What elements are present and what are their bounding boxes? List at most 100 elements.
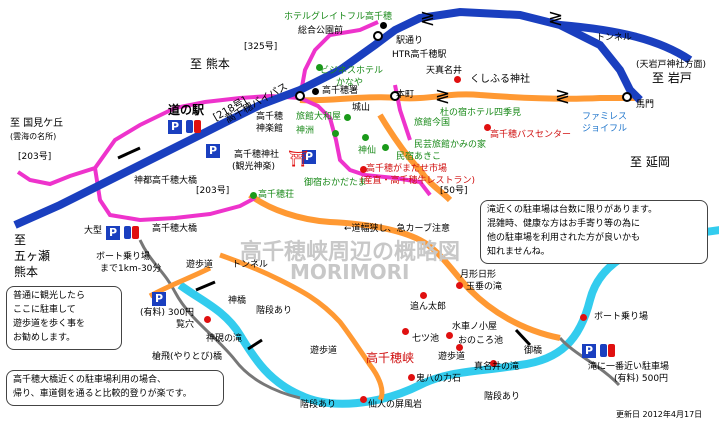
toilet-icon <box>132 226 139 239</box>
point-marker <box>490 360 497 367</box>
pink-road <box>16 93 301 187</box>
orange-road <box>377 113 453 203</box>
bridge <box>247 338 263 351</box>
parking-icon: P <box>302 150 316 164</box>
parking-icon: P <box>152 292 166 306</box>
orange-road <box>299 91 640 104</box>
minshuku-akoko: 民宿あきこ <box>396 152 442 162</box>
point-marker <box>408 374 415 381</box>
large-park-label: 大型 <box>84 226 103 236</box>
point-marker <box>382 144 389 151</box>
direction-gokase-3: 熊本 <box>14 265 39 279</box>
route-50: [50号] <box>440 186 468 196</box>
kanaya: かなや <box>336 78 364 88</box>
ryokan-yamatoya: 旅館大和屋 <box>296 112 342 122</box>
point-marker <box>380 22 387 29</box>
point-marker <box>454 76 461 83</box>
yuhodo-3: 遊歩道 <box>438 352 466 362</box>
parking-icon: P <box>168 120 182 134</box>
gray-road <box>558 336 621 387</box>
taki-park: 滝に一番近い駐車場 <box>588 362 670 372</box>
title-watermark: 高千穂峡周辺の概略図 <box>240 240 461 265</box>
htr-station: HTR高千穂駅 <box>392 50 447 60</box>
mihashi: 御橋 <box>524 346 543 356</box>
hitotsu: 七ツ池 <box>412 334 440 344</box>
ekimae: 駅通り <box>396 36 424 46</box>
point-marker <box>360 396 367 403</box>
gray-road <box>138 239 301 400</box>
intersection <box>622 92 632 102</box>
minshuku-kamino: 民芸旅館かみの家 <box>414 140 487 150</box>
toilet-icon <box>186 120 193 133</box>
iwato-note: (天岩戸神社方面) <box>636 60 707 70</box>
business-hotel: ビジネスホテル <box>320 66 384 76</box>
ryokan-imakuni: 旅館今国 <box>414 118 451 128</box>
note-bottom-left: 高千穂大橋近くの駐車場利用の場合、 帰り、車道側を通ると比較的登りが楽です。 <box>6 370 224 406</box>
park-fee: (有料) 300円 <box>140 308 195 318</box>
point-marker <box>456 344 463 351</box>
kamiya: 神洲 <box>296 126 315 136</box>
updated-date: 更新日 2012年4月17日 <box>616 410 703 419</box>
umaba: 馬門 <box>636 100 655 110</box>
point-marker <box>402 328 409 335</box>
point-marker <box>316 64 323 71</box>
onokoro: おのころ池 <box>458 336 504 346</box>
boat-walk: まで1km-30分 <box>100 264 162 274</box>
toilet-icon <box>600 344 607 357</box>
parking-icon: P <box>206 144 220 158</box>
road-caution: ←道幅狭し、急カーブ注意 <box>344 224 451 234</box>
bridge <box>514 328 532 347</box>
michinoeki: 道の駅 <box>168 103 205 117</box>
note-top-right: 滝近くの駐車場は台数に限りがあります。 混雑時、健康な方はお手寄り等の為に 他の… <box>480 200 708 264</box>
author-watermark: MORIMORI <box>290 260 410 284</box>
kamiyusen: 神硯の滝 <box>206 334 243 344</box>
boat-ride: ボート乗り場 <box>594 312 649 322</box>
yuhodo-2: 遊歩道 <box>310 346 338 356</box>
kamimachi: 高千穂がまだせ市場 <box>366 164 448 174</box>
tenkyo: 天真名井 <box>426 66 463 76</box>
mori-no-yado: 杜の宿ホテル四季見 <box>440 108 522 118</box>
police: 高千穂署 <box>322 86 359 96</box>
yuhodo-1: 遊歩道 <box>186 260 214 270</box>
highway-218 <box>13 7 643 229</box>
highway-218 <box>559 21 693 64</box>
point-marker <box>484 124 491 131</box>
kaidan-1: 階段あり <box>256 306 293 316</box>
kagura: (観光神楽) <box>232 162 276 172</box>
kakashi: 覧穴 <box>176 320 195 330</box>
tunnel-mid: トンネル <box>232 260 268 270</box>
kaidan-3: 階段あり <box>484 392 521 402</box>
kushifuru: くしふる神社 <box>470 74 530 85</box>
kamihashi: 神橋 <box>228 296 247 306</box>
sennin: 仙人の屏風岩 <box>368 400 423 410</box>
point-marker <box>204 316 211 323</box>
kamiho-ohashi: 神都高千穂大橋 <box>134 176 198 186</box>
intersection <box>373 31 383 41</box>
takachihoso: 高千穂荘 <box>258 190 295 200</box>
tunnel-right: トンネル <box>596 33 632 43</box>
sogo-koen: 総合公園前 <box>298 26 344 36</box>
yarito: 槍飛(やりとび)橋 <box>152 352 223 362</box>
point-marker <box>580 314 587 321</box>
tunnel-symbol-icon: ≷ <box>555 86 570 107</box>
direction-nobeoka: 至 延岡 <box>630 155 670 169</box>
boat-park: ボート乗り場 <box>96 252 151 262</box>
takachiho-ohashi: 高千穂大橋 <box>152 224 198 234</box>
takachiho-shrine: 高千穂神社 <box>234 150 280 160</box>
hall-1: 高千穂 <box>256 112 284 122</box>
unkai-note: (雲海の名所) <box>10 132 57 141</box>
bus-center: 高千穂バスセンター <box>490 130 572 140</box>
point-marker <box>420 292 427 299</box>
note-left-mid: 普通に観光したら ここに駐車して 遊歩道を歩く事を お勧めします。 <box>6 286 122 350</box>
hotel-grateful: ホテルグレイトフル高千穂 <box>284 12 393 22</box>
pink-road <box>93 167 256 223</box>
famires: ファミレス <box>582 112 628 122</box>
joyful: ジョイフル <box>582 124 628 134</box>
shiroyama: 城山 <box>352 103 371 113</box>
route-203-left: [203号] <box>18 152 52 162</box>
direction-kunimigaoka: 至 国見ケ丘 <box>10 118 64 129</box>
kaidan-2: 階段あり <box>300 400 337 410</box>
pink-road <box>299 96 432 197</box>
